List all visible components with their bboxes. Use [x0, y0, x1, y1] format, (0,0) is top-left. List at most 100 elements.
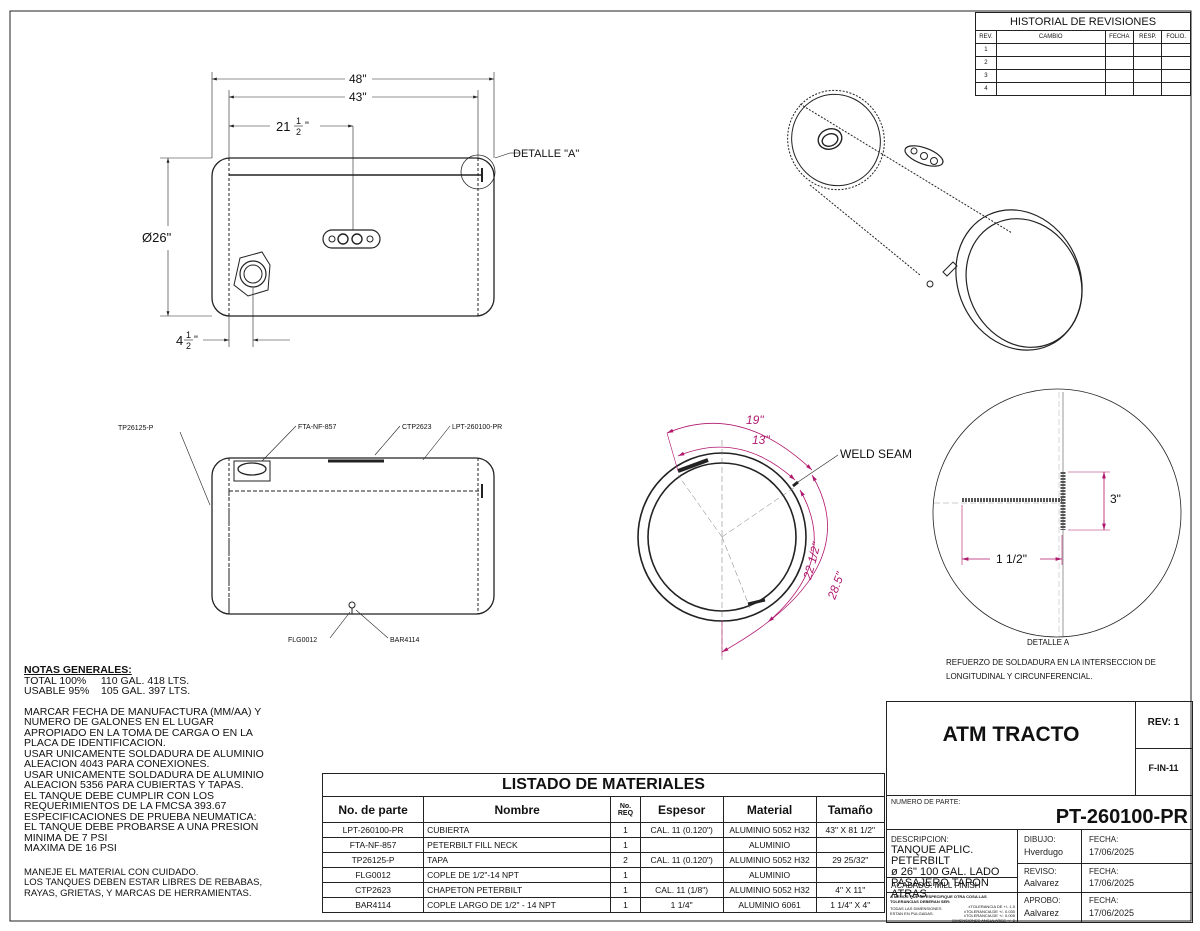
notes-usable: USABLE 95% 105 GAL. 397 LTS.	[24, 685, 191, 697]
detail-a-label: DETALLE "A"	[513, 148, 579, 160]
finish-label: ACABADO: MILL FINISH	[891, 881, 981, 890]
isometric-view	[787, 89, 1083, 351]
note-line: MAXIMA DE 16 PSI	[24, 842, 117, 854]
sheet-border	[9, 10, 1192, 922]
dim-21-unit: "	[305, 120, 309, 132]
bom-header-req: No.REQ	[610, 796, 641, 823]
bom-header-thickness: Espesor	[639, 796, 724, 823]
rev-header-date: FECHA	[1104, 30, 1135, 44]
dim-43-text: 43"	[349, 90, 367, 104]
drawn-date-label: FECHA:	[1089, 835, 1119, 844]
bom-header-size: Tamaño	[815, 796, 886, 823]
rev-label: REV: 1	[1147, 717, 1180, 728]
callout-tp26125p: TP26125-P	[118, 425, 154, 432]
dim-21-num: 1	[296, 116, 301, 126]
side-view-tank-outline	[211, 457, 495, 615]
note-line: EL TANQUE DEBE PROBARSE A UNA PRESION	[24, 821, 259, 833]
care-line: MANEJE EL MATERIAL CON CUIDADO.	[24, 866, 199, 878]
fill-neck-symbol	[239, 260, 267, 288]
section-view	[637, 422, 839, 660]
note-line: REQUERIMIENTOS DE LA FMCSA 393.67	[24, 800, 227, 812]
description-label: DESCRIPCION:	[891, 835, 949, 844]
dim-4-den: 2	[186, 341, 191, 351]
rev-row: 3	[975, 69, 1191, 83]
dim-4-whole: 4	[176, 333, 183, 348]
detail-a-note-1: REFUERZO DE SOLDADURA EN LA INTERSECCION…	[946, 658, 1156, 667]
dim-21-whole: 21	[276, 119, 290, 134]
bom-header-name: Nombre	[423, 796, 612, 823]
bom-title: LISTADO DE MATERIALES	[322, 773, 885, 797]
note-line: ALEACION 4043 PARA CONEXIONES.	[24, 758, 210, 770]
form-code: F-IN-11	[1148, 763, 1179, 773]
checked-date: 17/06/2025	[1089, 878, 1135, 888]
note-line: PLACA DE IDENTIFICACION.	[24, 737, 166, 749]
note-line: USAR UNICAMENTE SOLDADURA DE ALUMINIO	[24, 768, 264, 781]
dim-48-text: 48"	[349, 72, 367, 86]
dim-21-den: 2	[296, 127, 301, 137]
part-number: PT-260100-PR	[1055, 806, 1188, 828]
checked-label: REVISO:	[1024, 867, 1057, 876]
description-text: TANQUE APLIC. PETERBILT ø 26" 100 GAL. L…	[891, 844, 1000, 900]
dim-13-text: 13"	[752, 433, 770, 447]
note-line: MINIMA DE 7 PSI	[24, 831, 108, 844]
callout-bar4114: BAR4114	[390, 637, 420, 644]
callout-lpt-260100-pr: LPT-260100-PR	[452, 424, 502, 431]
care-line: RAYAS, GRIETAS, Y MARCAS DE HERRAMIENTAS…	[24, 887, 252, 899]
callout-ctp2623: CTP2623	[402, 424, 432, 431]
note-line: USAR UNICAMENTE SOLDADURA DE ALUMINIO	[24, 747, 264, 760]
dim-19-text: 19"	[746, 413, 764, 427]
title-block: ATM TRACTO REV: 1 F-IN-11 NUMERO DE PART…	[886, 701, 1193, 923]
detail-a-view	[932, 388, 1182, 638]
rev-header-change: CAMBIO	[995, 30, 1106, 44]
dim-4-num: 1	[186, 330, 191, 340]
note-line: MARCAR FECHA DE MANUFACTURA (MM/AA) Y	[24, 705, 262, 718]
bom-header-part: No. de parte	[321, 796, 425, 823]
rev-row: 1	[975, 43, 1191, 57]
checked-date-label: FECHA:	[1089, 867, 1119, 876]
bom-header-material: Material	[722, 796, 817, 823]
detail-a-title: DETALLE A	[1027, 638, 1070, 647]
dim-4-unit: "	[194, 334, 198, 346]
chapeton-symbol	[322, 229, 381, 249]
dim-3-text: 3"	[1110, 492, 1121, 506]
iso-end-cap	[955, 209, 1083, 351]
detail-a-note-2: LONGITUDINAL Y CIRCUNFERENCIAL.	[946, 672, 1093, 681]
care-line: LOS TANQUES DEBEN ESTAR LIBRES DE REBABA…	[24, 877, 263, 888]
weld-seam-label: WELD SEAM	[840, 447, 912, 461]
rev-header-rev: REV.	[975, 30, 997, 44]
note-line: APROPIADO EN LA TOMA DE CARGA O EN LA	[24, 726, 253, 739]
rev-header-folio: FOLIO.	[1161, 30, 1191, 44]
drawn-by: Hverdugo	[1024, 847, 1064, 857]
dim-28-text: 28.5"	[824, 570, 847, 602]
note-line: ALEACION 5356 PARA CUBIERTAS Y TAPAS.	[24, 779, 244, 791]
callout-flg0012: FLG0012	[288, 637, 317, 644]
revision-history-table: HISTORIAL DE REVISIONES REV. CAMBIO FECH…	[975, 12, 1191, 96]
bill-of-materials: LISTADO DE MATERIALES No. de parte Nombr…	[321, 773, 886, 913]
general-notes: NOTAS GENERALES: TOTAL 100% 110 GAL. 418…	[24, 665, 314, 899]
dim-26-text: Ø26"	[142, 230, 172, 245]
rev-row: 2	[975, 56, 1191, 70]
approved-label: APROBO:	[1024, 896, 1061, 905]
approved-date-label: FECHA:	[1089, 896, 1119, 905]
callout-fta-nf-857: FTA-NF-857	[298, 424, 336, 431]
revision-history-title: HISTORIAL DE REVISIONES	[975, 12, 1191, 31]
detail-a-outline	[932, 388, 1182, 638]
drawn-date: 17/06/2025	[1089, 847, 1135, 857]
approved-date: 17/06/2025	[1089, 908, 1135, 918]
top-view	[160, 72, 520, 347]
rev-row: 4	[975, 82, 1191, 96]
note-line: ESPECIFICACIONES DE PRUEBA NEUMATICA:	[24, 810, 257, 823]
company-name: ATM TRACTO	[942, 723, 1080, 746]
note-line: EL TANQUE DEBE CUMPLIR CON LOS	[24, 789, 215, 802]
part-number-label: NUMERO DE PARTE:	[891, 799, 961, 806]
notes-heading: NOTAS GENERALES:	[24, 664, 132, 676]
checked-by: Aalvarez	[1024, 878, 1060, 888]
approved-by: Aalvarez	[1024, 908, 1060, 918]
